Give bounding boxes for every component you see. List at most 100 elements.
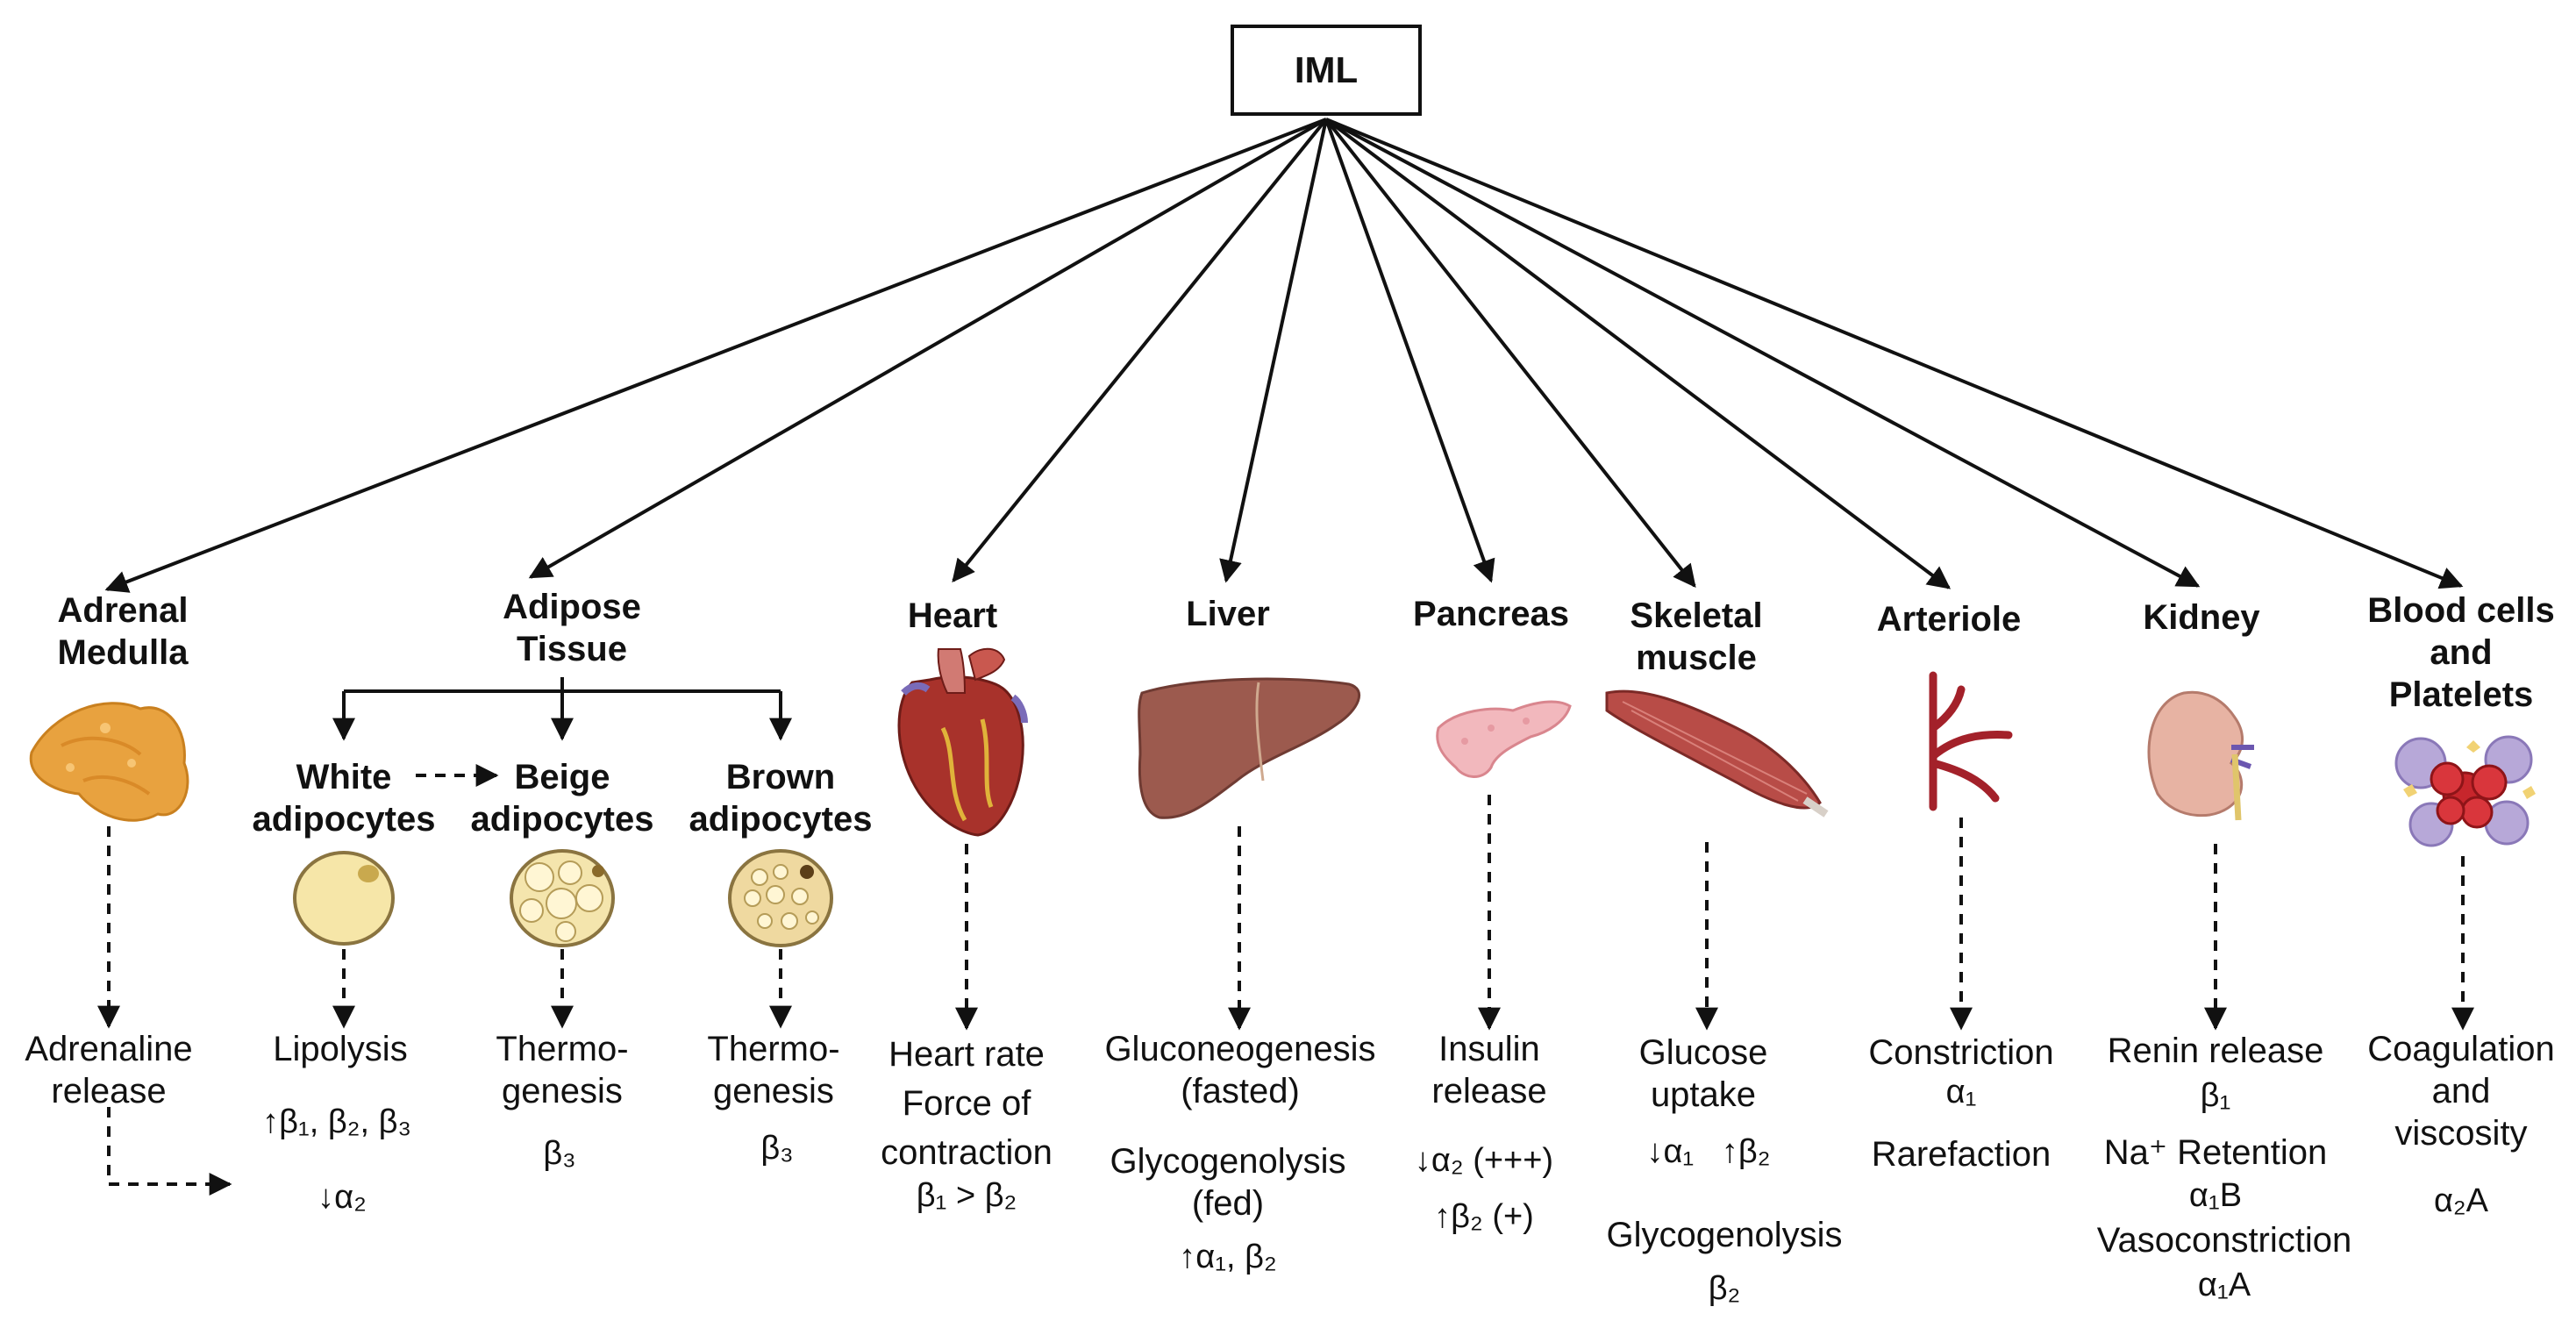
brown-title-line-2: adipocytes bbox=[689, 800, 873, 839]
arteriole-receptor: α₁ bbox=[1945, 1074, 1977, 1110]
white-adipocytes-title: White adipocytes bbox=[253, 756, 436, 840]
blood-effect: Coagulation and viscosity bbox=[2367, 1028, 2555, 1154]
heart-title: Heart bbox=[907, 596, 998, 635]
brown-effect: Thermo- genesis bbox=[707, 1028, 839, 1112]
adrenal-title-line-1: Adrenal bbox=[57, 591, 189, 630]
arteriole-effect-rarefaction: Rarefaction bbox=[1871, 1135, 2052, 1174]
adipose-title-line-1: Adipose bbox=[503, 588, 641, 626]
brown-effect-line-1: Thermo- bbox=[707, 1030, 840, 1068]
skeletal-effect-glycogenolysis: Glycogenolysis bbox=[1606, 1216, 1843, 1254]
pancreas-title: Pancreas bbox=[1413, 595, 1569, 633]
heart-effect-line-1: Heart rate bbox=[888, 1035, 1045, 1074]
skeletal-effect-line-2: uptake bbox=[1650, 1075, 1757, 1114]
beige-adipocytes-title: Beige adipocytes bbox=[471, 756, 654, 840]
kidney-effect-renin: Renin release bbox=[2107, 1032, 2324, 1070]
beige-effect-line-2: genesis bbox=[502, 1072, 623, 1110]
arteriole-title: Arteriole bbox=[1876, 600, 2022, 639]
arteriole-illustration bbox=[1929, 671, 2013, 811]
skeletal-receptor: ↓α₁ ↑β₂ bbox=[1646, 1133, 1771, 1170]
kidney-receptor-renin: β₁ bbox=[2200, 1077, 2231, 1114]
skeletal-receptor-2: β₂ bbox=[1708, 1270, 1741, 1307]
white-receptor-up: ↑β₁, β₂, β₃ bbox=[262, 1103, 411, 1140]
arrow-to-liver bbox=[1219, 118, 1328, 583]
liver-effect2-line-2: (fed) bbox=[1191, 1184, 1265, 1223]
liver-effect-fed: Glycogenolysis (fed) bbox=[1110, 1140, 1345, 1225]
liver-receptor: ↑α₁, β₂ bbox=[1179, 1239, 1277, 1275]
pancreas-effect: Insulin release bbox=[1431, 1028, 1546, 1112]
pancreas-receptor-beta: ↑β₂ (+) bbox=[1434, 1198, 1534, 1235]
blood-title-line-2: and bbox=[2430, 633, 2493, 672]
adrenal-effect-line-2: release bbox=[51, 1072, 167, 1110]
kidney-receptor-vasoconstriction: α₁A bbox=[2197, 1267, 2251, 1303]
heart-receptor: β₁ > β₂ bbox=[916, 1177, 1017, 1214]
white-title-line-1: White bbox=[296, 758, 392, 796]
dashed-arrows bbox=[97, 764, 2474, 1196]
white-effect: Lipolysis bbox=[273, 1030, 408, 1068]
blood-effect-line-2: and bbox=[2431, 1072, 2491, 1110]
dashed-arrow-adrenaline-to-lipolysis bbox=[107, 1107, 232, 1196]
liver-illustration bbox=[1138, 677, 1361, 819]
arrow-to-heart bbox=[952, 118, 1328, 583]
adipose-title-line-2: Tissue bbox=[516, 630, 627, 668]
kidney-illustration bbox=[2147, 690, 2254, 821]
blood-effect-line-1: Coagulation bbox=[2367, 1030, 2555, 1068]
adrenal-medulla-illustration bbox=[29, 702, 189, 822]
arteriole-effect: Constriction bbox=[1868, 1033, 2054, 1072]
arrow-to-skeletal bbox=[1324, 118, 1696, 589]
adipose-bracket bbox=[332, 677, 792, 741]
beige-effect-line-1: Thermo- bbox=[496, 1030, 629, 1068]
pancreas-effect-line-2: release bbox=[1431, 1072, 1547, 1110]
skeletal-effect-line-1: Glucose bbox=[1638, 1033, 1768, 1072]
brown-title-line-1: Brown bbox=[725, 758, 836, 796]
skeletal-title: Skeletal muscle bbox=[1630, 595, 1762, 679]
blood-receptor: α₂A bbox=[2433, 1182, 2489, 1219]
arrow-to-blood bbox=[1325, 118, 2464, 589]
fan-arrows bbox=[104, 118, 2464, 593]
beige-title-line-2: adipocytes bbox=[470, 800, 654, 839]
beige-title-line-1: Beige bbox=[514, 758, 610, 796]
arrow-to-adrenal bbox=[104, 118, 1327, 593]
iml-box: IML bbox=[1231, 25, 1422, 116]
skeletal-title-line-1: Skeletal bbox=[1630, 596, 1763, 635]
liver-effect1-line-1: Gluconeogenesis bbox=[1104, 1030, 1376, 1068]
brown-effect-line-2: genesis bbox=[713, 1072, 834, 1110]
iml-label: IML bbox=[1294, 49, 1359, 90]
skeletal-title-line-2: muscle bbox=[1636, 639, 1757, 677]
arrow-to-arteriole bbox=[1324, 118, 1952, 589]
pancreas-effect-line-1: Insulin bbox=[1438, 1030, 1540, 1068]
brown-adipocyte-illustration bbox=[728, 849, 833, 947]
skeletal-effect: Glucose uptake bbox=[1639, 1032, 1768, 1116]
kidney-effect-sodium: Na⁺ Retention bbox=[2103, 1133, 2328, 1172]
beige-receptor: β₃ bbox=[543, 1135, 576, 1172]
arrow-to-kidney bbox=[1325, 118, 2201, 588]
liver-effect-fasted: Gluconeogenesis (fasted) bbox=[1104, 1028, 1375, 1112]
white-receptor-down: ↓α₂ bbox=[318, 1179, 367, 1216]
heart-effect-line-2: Force of bbox=[902, 1084, 1031, 1123]
brown-receptor: β₃ bbox=[760, 1130, 794, 1167]
liver-effect1-line-2: (fasted) bbox=[1181, 1072, 1300, 1110]
arrow-to-pancreas bbox=[1324, 118, 1495, 583]
adrenal-effect: Adrenaline release bbox=[25, 1028, 192, 1112]
white-adipocyte-illustration bbox=[293, 851, 395, 946]
adipose-title: Adipose Tissue bbox=[503, 586, 641, 670]
blood-title: Blood cells and Platelets bbox=[2367, 589, 2554, 716]
pancreas-illustration bbox=[1436, 700, 1572, 778]
brown-adipocytes-title: Brown adipocytes bbox=[689, 756, 873, 840]
blood-effect-line-3: viscosity bbox=[2394, 1114, 2528, 1153]
adrenal-title-line-2: Medulla bbox=[57, 633, 189, 672]
blood-title-line-3: Platelets bbox=[2388, 675, 2534, 714]
heart-illustration bbox=[897, 647, 1028, 837]
blood-title-line-1: Blood cells bbox=[2367, 591, 2555, 630]
arrow-to-adipose bbox=[528, 118, 1327, 579]
heart-effect-line-3: contraction bbox=[881, 1133, 1053, 1172]
pancreas-receptor-alpha: ↓α₂ (+++) bbox=[1414, 1142, 1554, 1179]
beige-effect: Thermo- genesis bbox=[496, 1028, 628, 1112]
beige-adipocyte-illustration bbox=[510, 849, 615, 947]
kidney-title: Kidney bbox=[2143, 598, 2260, 637]
adrenal-title: Adrenal Medulla bbox=[58, 589, 189, 674]
liver-title: Liver bbox=[1186, 595, 1270, 633]
white-title-line-2: adipocytes bbox=[252, 800, 436, 839]
adrenal-effect-line-1: Adrenaline bbox=[25, 1030, 193, 1068]
blood-cells-illustration bbox=[2394, 735, 2536, 847]
